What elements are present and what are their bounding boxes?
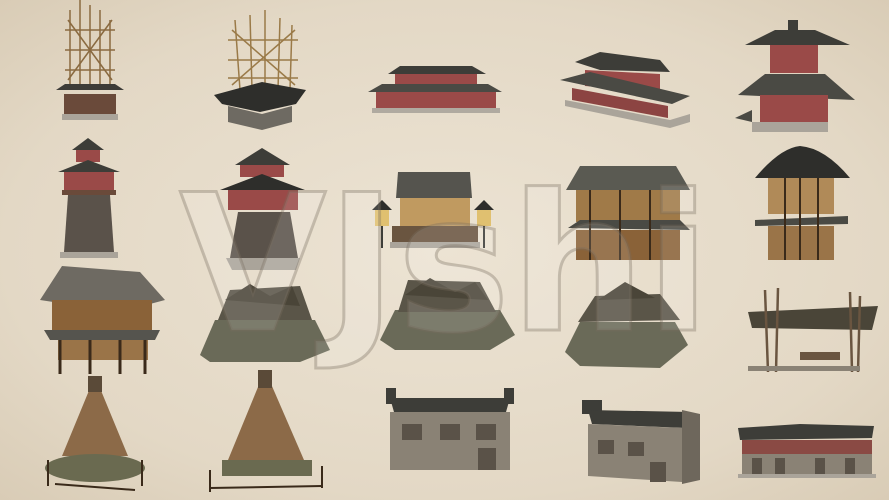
scaffold-pavilion-model [214,10,306,130]
watermark-text: VJshi [179,154,710,375]
thatched-shelter-model [748,287,878,373]
two-storey-house-model [566,166,690,260]
ruined-house-model-3 [565,282,688,368]
curved-roof-house-model [755,146,850,260]
watchtower-model [58,138,120,258]
lantern-house-model [372,172,494,248]
conical-hut-model [45,376,145,491]
side-hall-model [560,52,690,128]
stone-house-model [386,388,514,470]
stone-house-model-2 [582,400,700,484]
conical-hut-model-2 [209,370,323,492]
ruined-house-model-2 [380,278,515,350]
pagoda-model [735,20,855,132]
ruined-house-model [200,284,330,362]
scaffold-tower-model [56,0,124,120]
long-hall-model [368,66,502,113]
stilt-house-model [40,266,165,374]
row-house-model [738,424,876,478]
watchtower-model-2 [220,148,305,270]
